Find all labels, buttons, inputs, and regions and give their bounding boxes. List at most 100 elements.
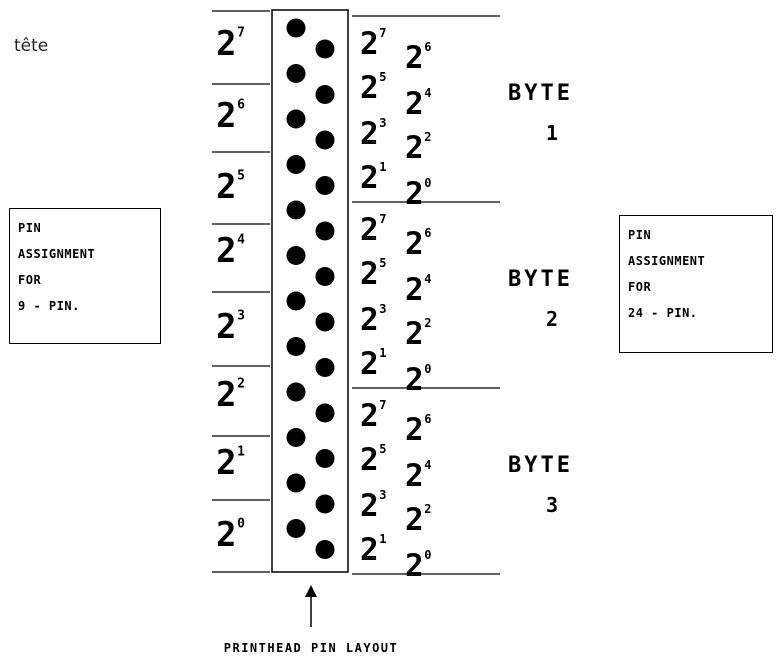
left-label-exponent: 0 — [237, 516, 245, 531]
byte-bit-label-exponent: 6 — [424, 226, 431, 240]
byte-title: BYTE — [508, 81, 573, 106]
left-label-exponent: 5 — [237, 168, 245, 183]
byte-bit-label-exponent: 7 — [379, 398, 386, 412]
pin-dot — [315, 540, 335, 559]
byte-bit-label-base: 2 — [405, 502, 424, 538]
printhead-frame — [271, 9, 349, 573]
byte-bit-label-base: 2 — [405, 412, 424, 448]
pin-dot — [315, 358, 335, 377]
left-label-exponent: 2 — [237, 376, 245, 391]
byte-title: BYTE — [508, 453, 573, 478]
pin-dot — [286, 18, 306, 38]
byte-bit-label-base: 2 — [360, 442, 379, 478]
byte-bit-label-base: 2 — [405, 458, 424, 494]
byte-bit-label-base: 2 — [405, 272, 424, 308]
byte-bit-label-exponent: 5 — [379, 442, 386, 456]
pin-dot — [286, 200, 306, 220]
box-24-line: 24 - PIN. — [628, 306, 698, 320]
byte-bit-label-exponent: 2 — [424, 502, 431, 516]
byte-bit-label-exponent: 3 — [379, 302, 386, 316]
byte-number: 3 — [546, 493, 558, 517]
byte-bit-label-exponent: 4 — [424, 272, 431, 286]
byte-bit-label-exponent: 1 — [379, 346, 386, 360]
byte-bit-label-exponent: 6 — [424, 40, 431, 54]
pin-dot — [315, 221, 335, 241]
byte-number: 2 — [546, 307, 558, 331]
byte-bit-label-exponent: 5 — [379, 70, 386, 84]
pin-dot — [286, 382, 306, 402]
byte-bit-label-base: 2 — [405, 176, 424, 212]
pin-dot — [286, 519, 306, 538]
pin-dot — [315, 39, 335, 59]
left-label-base: 2 — [216, 375, 236, 415]
pin-dot — [286, 428, 306, 447]
byte-bit-label-base: 2 — [360, 302, 379, 338]
pin-dot — [286, 64, 306, 83]
byte-bit-label-base: 2 — [405, 362, 424, 398]
pin-dot — [315, 85, 335, 104]
pin-dot — [286, 337, 306, 356]
box-9-line: FOR — [18, 273, 42, 287]
caption: tête — [14, 36, 49, 56]
left-label-base: 2 — [216, 307, 236, 347]
byte-bit-label-exponent: 0 — [424, 548, 431, 562]
pin-dot — [286, 291, 306, 311]
left-label-base: 2 — [216, 96, 236, 136]
box-24-line: ASSIGNMENT — [628, 254, 706, 268]
byte-bit-label-base: 2 — [405, 40, 424, 76]
byte-bit-label-base: 2 — [360, 160, 379, 196]
left-label-base: 2 — [216, 443, 236, 483]
byte-bit-label-base: 2 — [360, 212, 379, 248]
byte-bit-label-base: 2 — [360, 532, 379, 568]
byte-bit-label-exponent: 1 — [379, 160, 386, 174]
byte-bit-label-exponent: 0 — [424, 176, 431, 190]
pin-dot — [315, 449, 335, 468]
byte-bit-label-exponent: 4 — [424, 86, 431, 100]
byte-bit-label-exponent: 6 — [424, 412, 431, 426]
byte-bit-label-base: 2 — [405, 130, 424, 166]
pin-dot — [315, 267, 335, 286]
byte-bit-label-exponent: 5 — [379, 256, 386, 270]
pin-assignment-24-box: PIN ASSIGNMENT FOR 24 - PIN. — [619, 215, 773, 353]
pin-dot — [286, 155, 306, 174]
footer-label: PRINTHEAD PIN LAYOUT — [224, 641, 399, 655]
byte-bit-label-base: 2 — [360, 70, 379, 106]
left-label-exponent: 7 — [237, 25, 245, 40]
pin-dot — [315, 312, 335, 332]
box-9-line: 9 - PIN. — [18, 299, 80, 313]
arrow-head — [305, 585, 317, 597]
byte-bit-label-base: 2 — [360, 116, 379, 152]
box-24-line: FOR — [628, 280, 652, 294]
left-label-base: 2 — [216, 24, 236, 64]
byte-bit-label-exponent: 4 — [424, 458, 431, 472]
box-9-line: ASSIGNMENT — [18, 247, 96, 261]
pin-dot — [286, 473, 306, 493]
box-24-line: PIN — [628, 228, 652, 242]
byte-bit-label-exponent: 2 — [424, 130, 431, 144]
left-label-base: 2 — [216, 515, 236, 555]
byte-bit-label-base: 2 — [405, 316, 424, 352]
byte-bit-label-exponent: 3 — [379, 488, 386, 502]
byte-number: 1 — [546, 121, 558, 145]
box-9-line: PIN — [18, 221, 42, 235]
pin-dot — [315, 176, 335, 195]
byte-bit-label-exponent: 7 — [379, 26, 386, 40]
left-label-base: 2 — [216, 231, 236, 271]
byte-bit-label-base: 2 — [405, 86, 424, 122]
byte-bit-label-exponent: 2 — [424, 316, 431, 330]
byte-title: BYTE — [508, 267, 573, 292]
pin-dot — [286, 109, 306, 129]
pin-dot — [315, 130, 335, 150]
byte-bit-label-exponent: 1 — [379, 532, 386, 546]
byte-bit-label-base: 2 — [405, 548, 424, 584]
byte-bit-label-base: 2 — [360, 346, 379, 382]
left-label-exponent: 6 — [237, 97, 245, 112]
byte-bit-label-base: 2 — [360, 256, 379, 292]
byte-bit-label-exponent: 3 — [379, 116, 386, 130]
byte-bit-label-base: 2 — [405, 226, 424, 262]
left-label-base: 2 — [216, 167, 236, 207]
pin-dot — [286, 246, 306, 265]
left-label-exponent: 4 — [237, 232, 245, 247]
byte-bit-label-exponent: 0 — [424, 362, 431, 376]
byte-bit-label-base: 2 — [360, 26, 379, 62]
